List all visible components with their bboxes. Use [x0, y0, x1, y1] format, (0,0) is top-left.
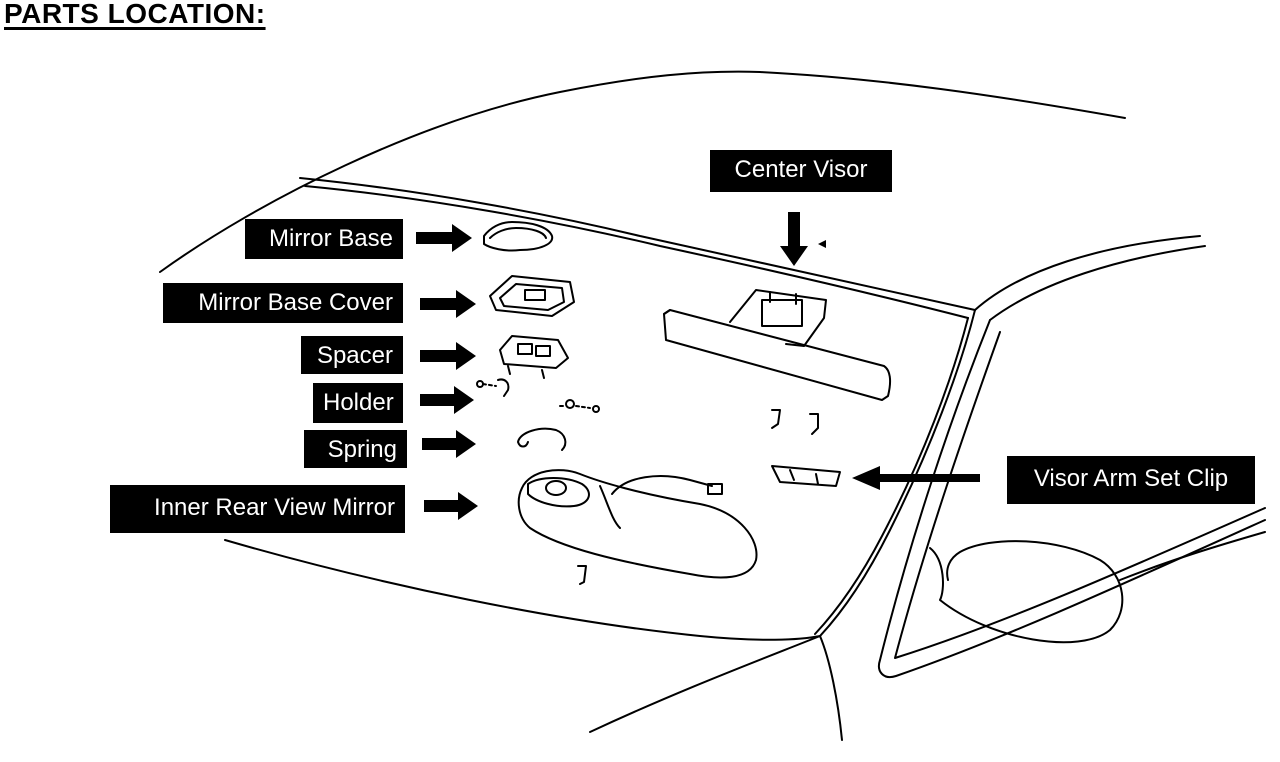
label-spring: Spring	[304, 430, 407, 468]
label-center-visor: Center Visor	[710, 150, 892, 192]
screw-part	[771, 409, 819, 435]
a-pillar	[819, 309, 976, 637]
label-mirror-base: Mirror Base	[245, 219, 403, 259]
spring-part	[517, 427, 567, 451]
arrow-inner-mirror	[424, 492, 478, 520]
label-holder: Holder	[313, 383, 403, 423]
arrow-visor-clip	[852, 466, 980, 490]
arrow-center-visor	[780, 212, 808, 266]
arrow-mirror-base	[416, 224, 472, 252]
page-title: PARTS LOCATION:	[4, 0, 266, 29]
spacer-part	[499, 335, 569, 369]
holder-part	[476, 378, 600, 413]
label-inner-rear-view-mirror: Inner Rear View Mirror	[110, 485, 405, 533]
visor-arm-set-clip-part	[771, 465, 841, 487]
arrow-holder	[420, 386, 474, 414]
screw-part	[577, 565, 587, 585]
inner-rear-view-mirror-part	[517, 469, 758, 579]
mirror-base-cover-part	[489, 275, 575, 317]
side-mirror	[929, 540, 1124, 644]
center-visor-part	[663, 289, 892, 401]
label-spacer: Spacer	[301, 336, 403, 374]
label-mirror-base-cover: Mirror Base Cover	[163, 283, 403, 323]
mirror-base-part	[483, 221, 554, 252]
arrow-mirror-base-cover	[420, 290, 476, 318]
windshield-top-edge	[299, 177, 976, 311]
arrow-spacer	[420, 342, 476, 370]
label-visor-arm-set-clip: Visor Arm Set Clip	[1007, 456, 1255, 504]
door-frame	[974, 235, 1201, 311]
dashboard-line	[224, 539, 821, 641]
arrow-spring	[422, 430, 476, 458]
